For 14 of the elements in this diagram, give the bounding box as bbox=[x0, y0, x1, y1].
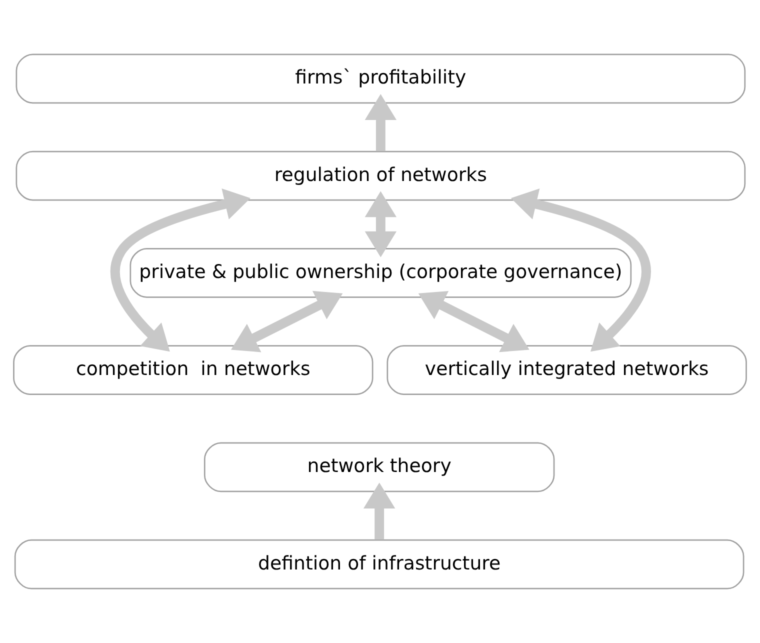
node-box: vertically integrated networks bbox=[386, 345, 747, 396]
node-box: network theory bbox=[204, 442, 555, 492]
arrow bbox=[110, 188, 250, 352]
node-box: defintion of infrastructure bbox=[14, 539, 744, 590]
node-box: regulation of networks bbox=[16, 150, 746, 201]
arrow bbox=[364, 94, 397, 152]
arrow bbox=[363, 482, 396, 540]
node-box: private & public ownership (corporate governance) bbox=[130, 248, 632, 298]
arrow bbox=[510, 188, 651, 352]
node-box: competition in networks bbox=[13, 345, 374, 396]
arrow bbox=[418, 290, 530, 352]
arrow bbox=[364, 191, 397, 258]
node-box: firms` profitability bbox=[16, 54, 746, 104]
arrow bbox=[230, 290, 343, 352]
